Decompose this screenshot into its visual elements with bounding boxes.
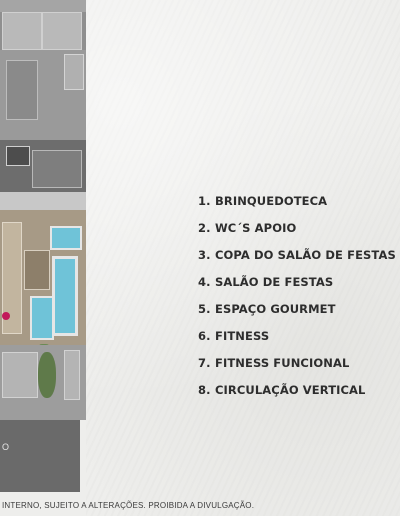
floor-plan-image: O [0, 0, 86, 516]
legend-number: 8. [198, 383, 211, 397]
legend-number: 2. [198, 221, 211, 235]
legend-label: FITNESS FUNCIONAL [215, 356, 350, 370]
legend-label: SALÃO DE FESTAS [215, 275, 334, 289]
legend-item: 2. WC´S APOIO [198, 221, 396, 248]
legend-number: 5. [198, 302, 211, 316]
legend-item: 5. ESPAÇO GOURMET [198, 302, 396, 329]
legend-label: CIRCULAÇÃO VERTICAL [215, 383, 366, 397]
legend-label: WC´S APOIO [215, 221, 297, 235]
legend-number: 7. [198, 356, 211, 370]
legend-number: 4. [198, 275, 211, 289]
legend-label: FITNESS [215, 329, 270, 343]
legend-item: 8. CIRCULAÇÃO VERTICAL [198, 383, 396, 410]
legend-number: 6. [198, 329, 211, 343]
legend-item: 7. FITNESS FUNCIONAL [198, 356, 396, 383]
disclaimer-footnote: INTERNO, SUJEITO A ALTERAÇÕES. PROIBIDA … [2, 501, 255, 510]
legend-label: BRINQUEDOTECA [215, 194, 328, 208]
legend-item: 1. BRINQUEDOTECA [198, 194, 396, 221]
legend-number: 1. [198, 194, 211, 208]
legend-label: COPA DO SALÃO DE FESTAS [215, 248, 396, 262]
legend-item: 4. SALÃO DE FESTAS [198, 275, 396, 302]
legend-number: 3. [198, 248, 211, 262]
legend-label: ESPAÇO GOURMET [215, 302, 336, 316]
plan-label: O [2, 442, 12, 452]
legend-list: 1. BRINQUEDOTECA 2. WC´S APOIO 3. COPA DO S… [198, 194, 396, 410]
legend-item: 6. FITNESS [198, 329, 396, 356]
legend-item: 3. COPA DO SALÃO DE FESTAS [198, 248, 396, 275]
